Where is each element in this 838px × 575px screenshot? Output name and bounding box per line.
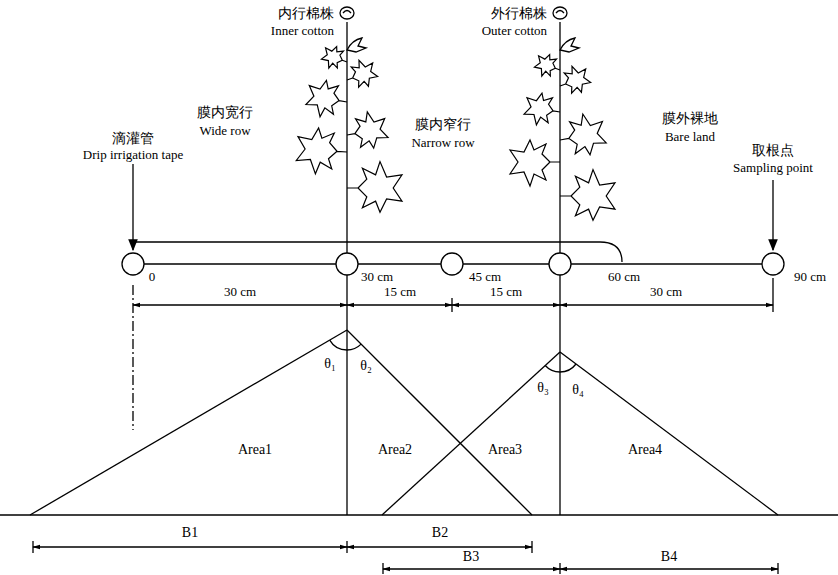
leaves [295,43,615,220]
cotton-leaf [342,56,380,92]
cotton-leaf [344,109,390,152]
label-text: 30 cm [361,270,393,285]
label-text: θ₄ [572,382,584,398]
label-text: Wide row [199,124,250,139]
dimension-line [347,304,452,305]
tick [346,541,347,553]
dimension-line [383,568,560,569]
position-circle [441,253,463,275]
plant-circle [336,253,358,275]
drip-tape-circle [122,253,144,275]
dimension-line [33,546,347,547]
cotton-leaf [510,140,560,186]
dimension-line [347,546,532,547]
angle-arc [330,340,361,350]
label-text: θ₃ [537,380,549,396]
inner-flower-curl [343,11,351,14]
inner-bud [347,38,366,52]
inner-flower [340,7,354,19]
outer-stem [559,22,560,253]
inner-stem [346,22,347,253]
root-boundary [30,330,347,515]
label-text: 90 cm [794,270,826,285]
label-text: B4 [661,549,677,565]
outer-axis [559,275,560,515]
label-text: Area1 [238,442,272,458]
tick [559,563,560,574]
label-text: Narrow row [411,136,474,151]
dimension-line [560,304,773,305]
sampling-circle [762,253,784,275]
root-boundary [347,330,532,515]
label-text: 30 cm [650,285,682,300]
label-text: 取根点 [752,142,794,158]
cotton-leaf [319,43,350,73]
tick [772,278,773,312]
label-text: 15 cm [490,285,522,300]
label-text: 45 cm [469,270,501,285]
dimension-line [452,304,560,305]
label-text: 0 [149,270,156,285]
pointer-arrow [772,180,773,250]
soil-line [0,514,838,516]
root-boundary [382,352,560,515]
cotton-leaf [532,51,563,81]
label-text: Sampling point [733,161,813,176]
label-text: Drip irrigation tape [83,148,183,163]
drawing-part [122,253,784,275]
tick [777,563,778,574]
tick [531,541,532,553]
outer-flower-curl [556,11,564,14]
label-text: Area2 [378,442,412,458]
outer-flower [553,7,567,19]
label-text: Inner cotton [271,24,334,39]
inner-axis [346,275,347,515]
label-text: B2 [432,525,448,541]
cotton-leaf [555,62,593,98]
cotton-leaf [523,91,563,129]
label-text: 30 cm [224,285,256,300]
dimension-line [560,568,778,569]
mulch-film [133,242,622,262]
tick [32,541,33,553]
cotton-leaf [560,170,615,221]
label-text: Bare land [665,130,715,145]
label-text: Outer cotton [482,24,547,39]
label-text: 膜外裸地 [662,110,718,126]
plant-circle [549,253,571,275]
drawing-part [0,7,838,574]
label-text: θ₁ [324,356,336,372]
label-text: 滴灌管 [112,130,154,146]
label-text: Area3 [488,442,522,458]
label-text: 膜内宽行 [197,104,253,120]
label-text: 15 cm [384,285,416,300]
angle-arc [545,364,576,372]
label-text: 外行棉株 [491,5,547,21]
label-text: 膜内窄行 [415,116,471,132]
label-text: B1 [182,525,198,541]
cotton-leaf [295,127,348,176]
label-text: θ₂ [360,358,372,374]
cotton-leaf [556,111,608,160]
tick [382,563,383,574]
dimension-line [133,304,347,305]
pointer-arrow [132,164,133,250]
cotton-leaf [347,162,402,213]
label-text: B3 [463,549,479,565]
drip-axis [132,285,133,430]
label-text: 60 cm [608,270,640,285]
label-text: 内行棉株 [278,5,334,21]
outer-bud [560,38,579,52]
label-text: Area4 [628,442,662,458]
root-boundary [560,352,778,515]
cotton-leaf [304,78,350,121]
